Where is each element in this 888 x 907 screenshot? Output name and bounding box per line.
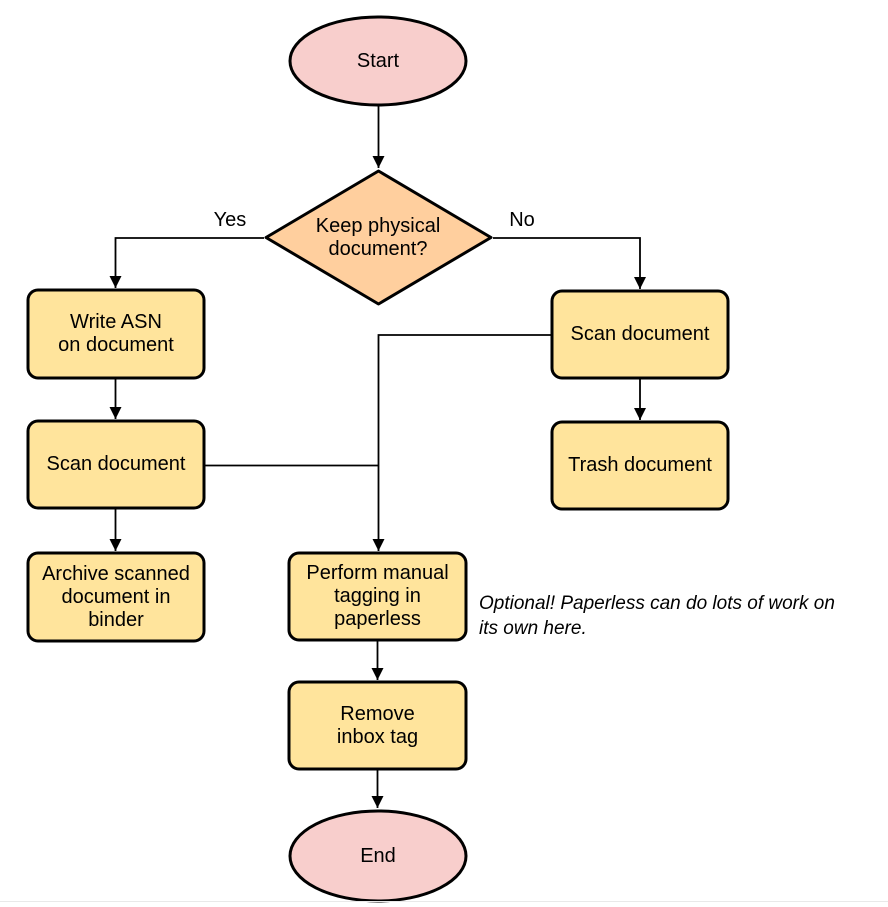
edge-scan-right-to-tagging [372,334,551,551]
no-branch-label: No [509,209,535,231]
tagging-node-shape [287,551,468,642]
scan-left-node-shape [26,419,206,510]
bottom-edge-line [0,901,888,902]
connectors [109,106,646,808]
start-node-shape [288,15,468,107]
write-asn-node-shape [26,288,206,380]
remove-inbox-node-shape [287,680,468,771]
annotation-text: Optional! Paperless can do lots of work … [479,593,835,639]
edge-decision-to-write-asn [109,237,264,288]
archive-node-shape [26,551,206,643]
edge-decision-to-scan-right [493,237,646,289]
end-node-shape [288,809,468,903]
decision-node-shape [264,169,493,306]
trash-node-shape [550,420,730,511]
scan-right-node-shape [550,289,730,380]
yes-branch-label: Yes [213,209,247,231]
